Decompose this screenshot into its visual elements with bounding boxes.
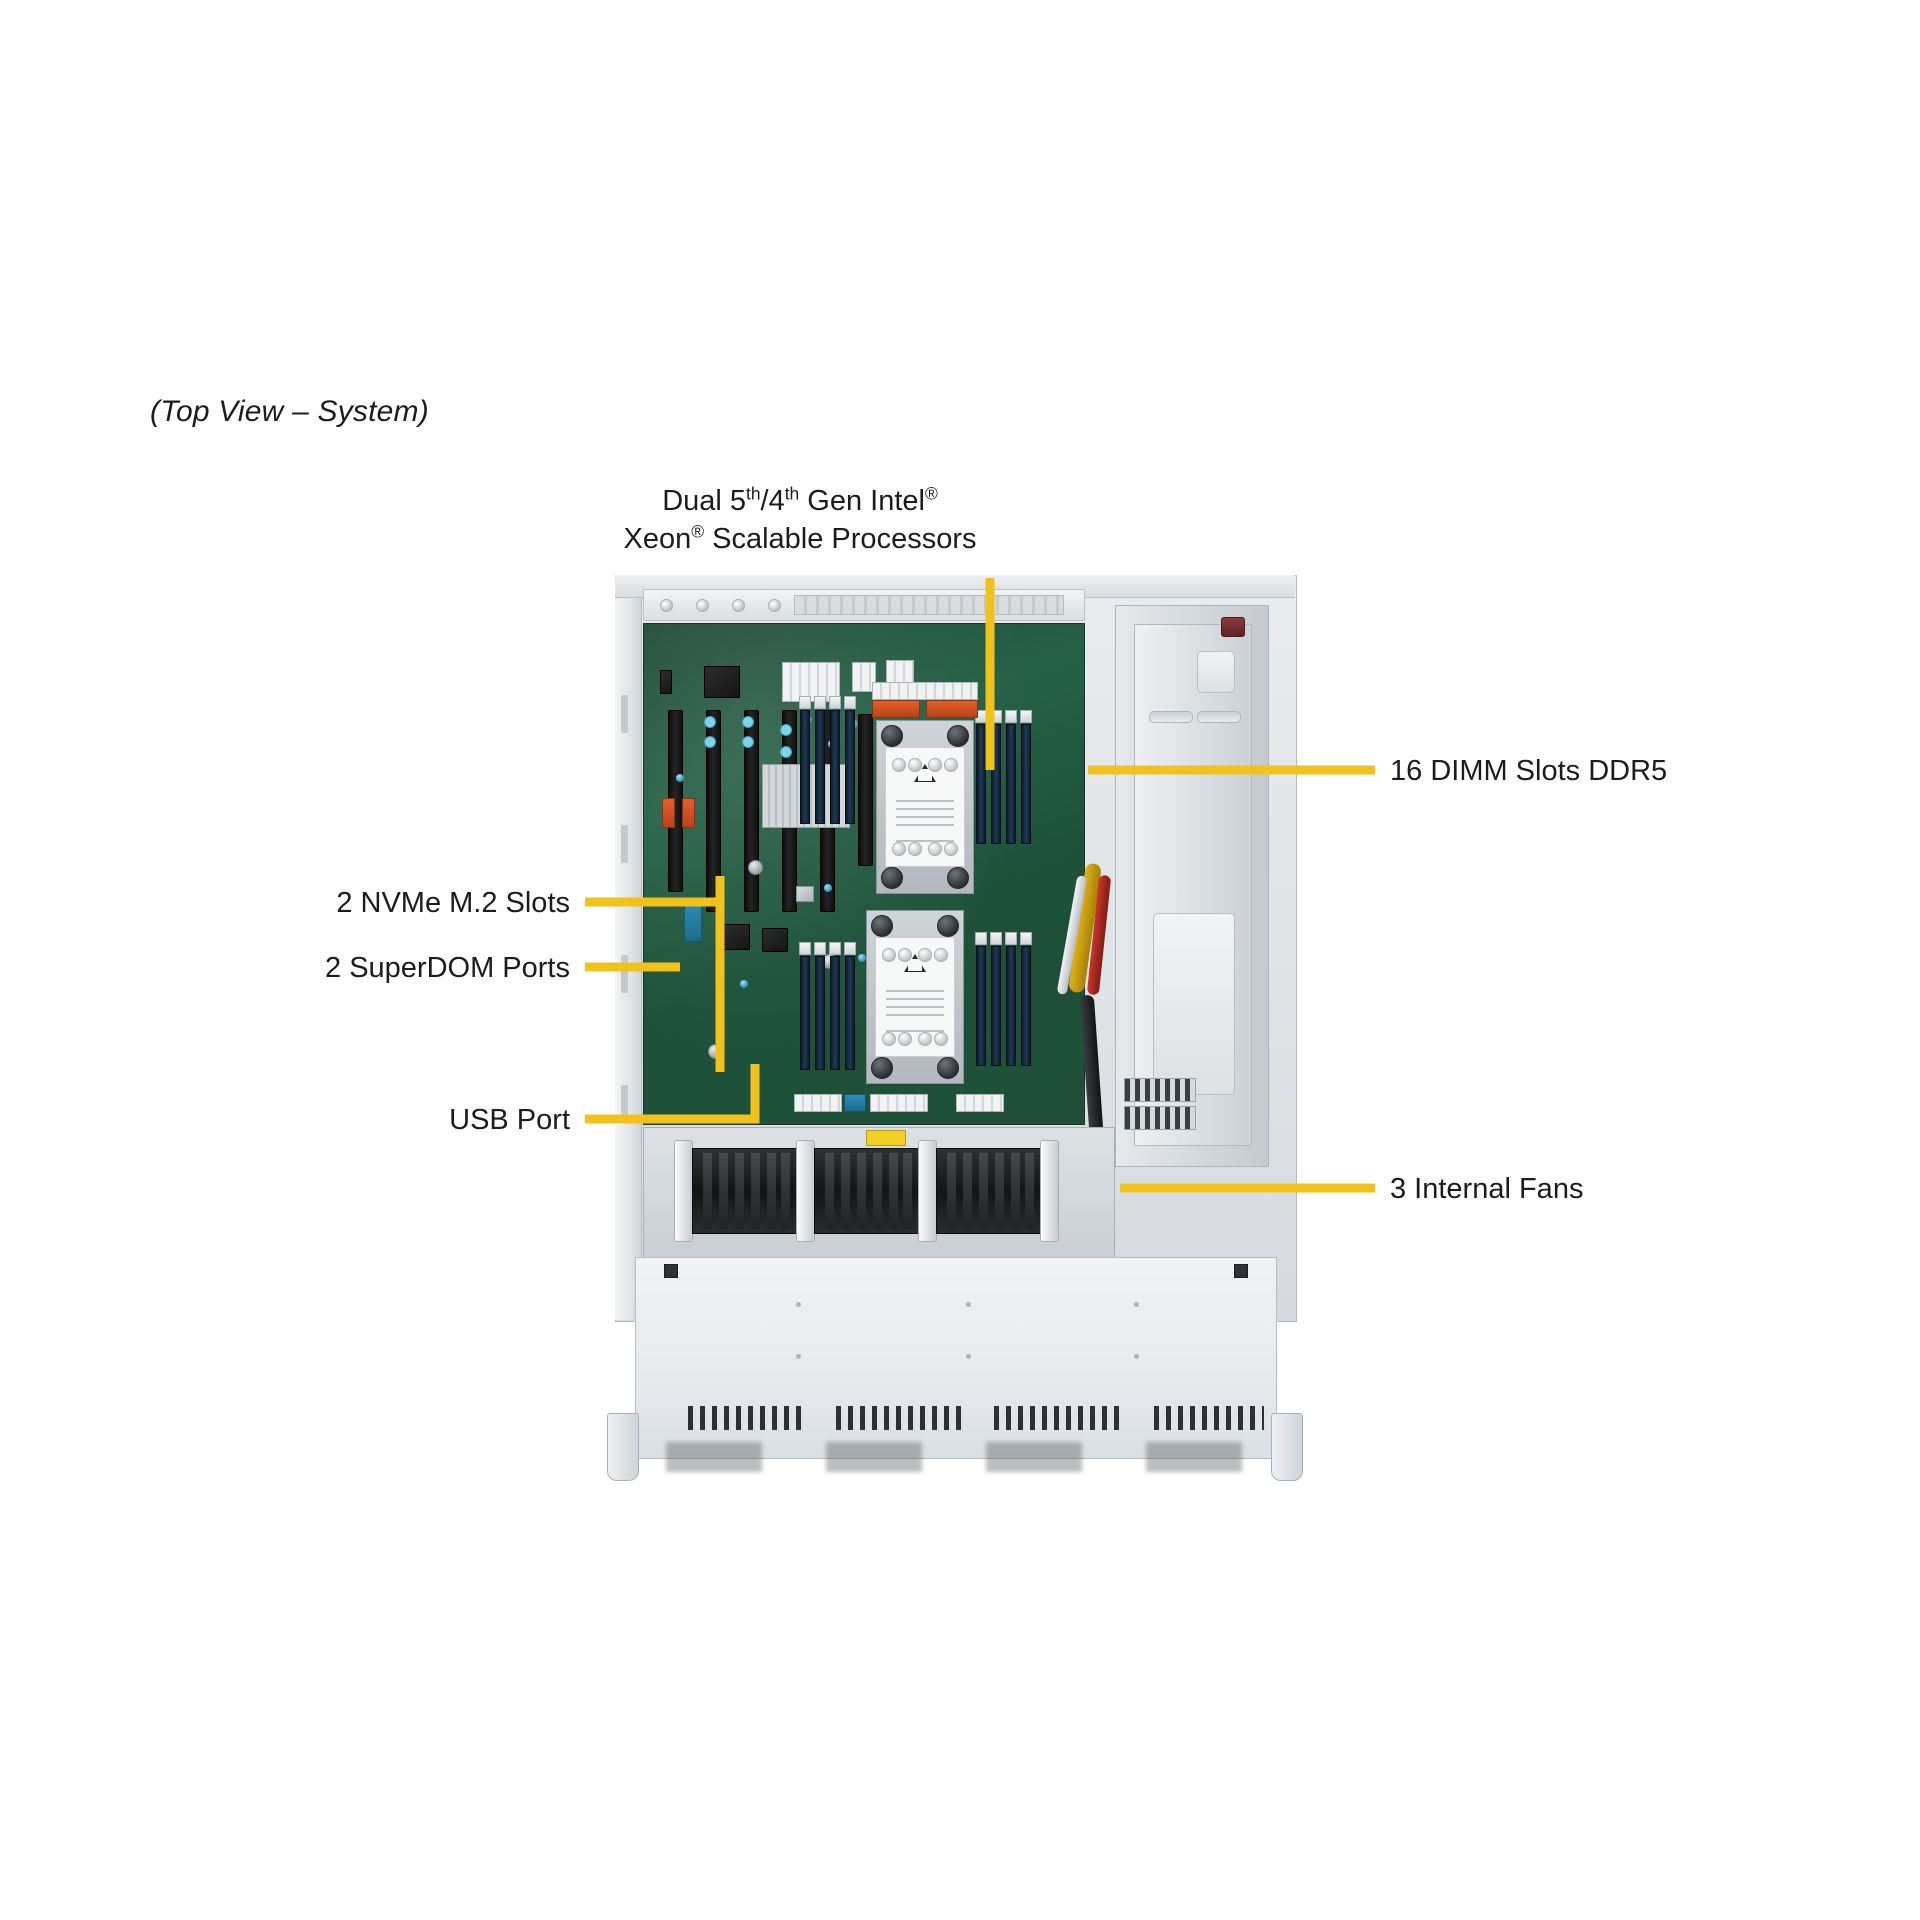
front-vent-group	[1154, 1406, 1264, 1430]
cpu-line1-pre: Dual 5	[662, 485, 747, 517]
front-vent-group	[688, 1406, 806, 1430]
internal-fan[interactable]	[814, 1148, 920, 1234]
dimm-slot	[991, 724, 1001, 844]
cpu-line1-post: Gen Intel	[799, 485, 925, 517]
fan-bracket[interactable]	[1040, 1140, 1059, 1242]
dimm-slot	[1021, 946, 1031, 1066]
superdom-port	[682, 798, 695, 828]
dimm-slot	[1021, 724, 1031, 844]
front-panel-header	[870, 1094, 928, 1112]
rack-mount-ear-right	[1271, 1413, 1303, 1481]
psu-release-handle[interactable]	[1221, 617, 1245, 637]
callout-internal-fans: 3 Internal Fans	[1390, 1173, 1584, 1205]
cpu1-power-connector	[872, 700, 920, 718]
psu-exhaust-vents	[1124, 1106, 1196, 1130]
callout-superdom: 2 SuperDOM Ports	[325, 952, 570, 984]
diagram-caption: (Top View – System)	[150, 395, 429, 428]
dimm-slot	[830, 710, 840, 824]
cpu-line1-mid: /4	[760, 485, 785, 517]
rear-io-rail	[643, 589, 1085, 621]
registered-trademark-icon: ®	[691, 521, 705, 542]
power-supply-bay	[1115, 605, 1269, 1167]
callout-processors: Dual 5th/4th Gen Intel® Xeon® Scalable P…	[605, 482, 995, 559]
fan-bracket[interactable]	[674, 1140, 693, 1242]
front-panel-header	[794, 1094, 842, 1112]
pcie-slot	[858, 714, 873, 866]
chipset-ic	[704, 666, 740, 698]
dimm-slot	[976, 724, 986, 844]
fan-bracket[interactable]	[918, 1140, 937, 1242]
callout-nvme-m2: 2 NVMe M.2 Slots	[336, 887, 570, 919]
dimm-slot	[815, 710, 825, 824]
cpu-line2-pre: Xeon	[623, 523, 692, 556]
fan-bracket[interactable]	[796, 1140, 815, 1242]
callout-processors-line1: Dual 5th/4th Gen Intel®	[605, 482, 995, 520]
bios-chip	[796, 886, 814, 902]
sata-header	[844, 1094, 866, 1112]
psu-exhaust-vents	[1124, 1078, 1196, 1102]
front-vent-group	[994, 1406, 1126, 1430]
dimm-slot	[830, 956, 840, 1070]
front-top-cover	[635, 1257, 1286, 1472]
dimm-slot	[800, 710, 810, 824]
chassis-left-wall	[615, 575, 642, 1320]
cpu-heatsink-1	[876, 720, 974, 894]
callout-dimm-slots: 16 DIMM Slots DDR5	[1390, 755, 1668, 787]
dimm-slot	[845, 956, 855, 1070]
internal-fan-wall	[643, 1127, 1115, 1259]
front-panel-header	[956, 1094, 1004, 1112]
pcie-slot	[706, 710, 721, 912]
dimm-slot	[976, 946, 986, 1066]
dimm-slot	[800, 956, 810, 1070]
bmc-ic	[722, 924, 750, 950]
io-ic	[762, 928, 788, 952]
callout-processors-line2: Xeon® Scalable Processors	[605, 520, 995, 558]
motherboard	[643, 623, 1085, 1125]
cpu-line2-post: Scalable Processors	[704, 523, 977, 556]
cpu-warning-label	[875, 937, 955, 1057]
cpu-warning-label	[885, 747, 965, 867]
front-vent-group	[836, 1406, 962, 1430]
internal-fan[interactable]	[936, 1148, 1042, 1234]
cpu-heatsink-2	[866, 910, 964, 1084]
power-connector-block	[782, 662, 840, 702]
superdom-port	[662, 798, 675, 828]
m2-slot	[660, 670, 672, 694]
dimm-slot	[991, 946, 1001, 1066]
power-supply-module	[1134, 617, 1252, 1146]
front-underside-shadow	[666, 1442, 1286, 1472]
cpu-line1-sup1: th	[746, 483, 761, 504]
dimm-slot	[1006, 724, 1016, 844]
fan-warning-sticker	[866, 1130, 906, 1146]
usb-port	[684, 898, 702, 942]
dimm-slot	[815, 956, 825, 1070]
cpu1-vrm-strip	[872, 682, 978, 700]
callout-usb-port: USB Port	[449, 1104, 570, 1136]
dimm-slot	[1006, 946, 1016, 1066]
dimm-slot	[845, 710, 855, 824]
server-chassis-illustration	[607, 575, 1303, 1481]
rack-mount-ear-left	[607, 1413, 639, 1481]
cpu1-power-connector	[926, 700, 978, 718]
internal-fan[interactable]	[692, 1148, 798, 1234]
registered-trademark-icon: ®	[924, 483, 938, 504]
cpu-line1-sup2: th	[784, 483, 800, 504]
